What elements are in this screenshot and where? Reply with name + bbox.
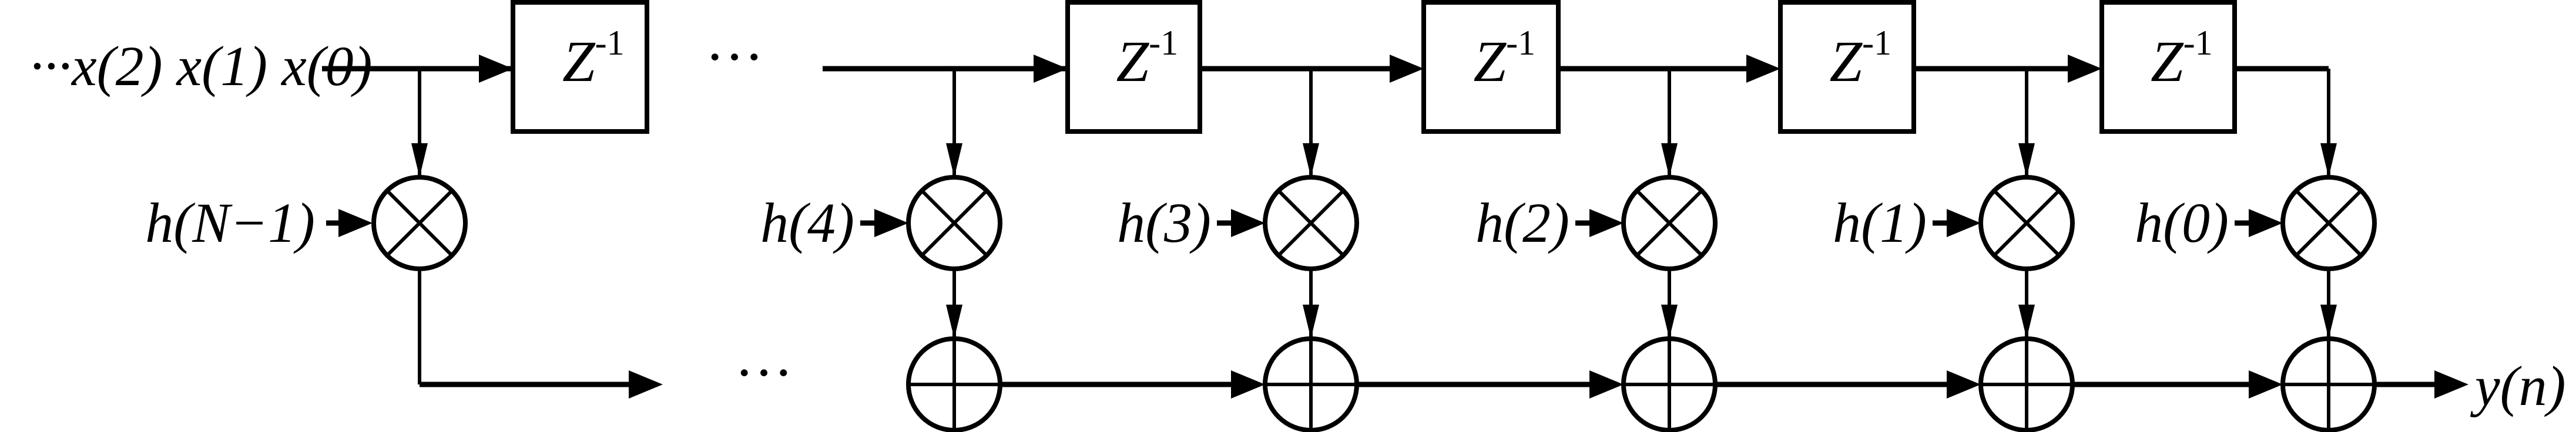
arrow-head-icon xyxy=(1661,143,1678,177)
arrow-head-icon xyxy=(1303,143,1319,177)
multiply-cross xyxy=(1993,189,2061,257)
arrow-head-icon xyxy=(2068,55,2102,83)
arrow-head-icon xyxy=(2018,143,2035,177)
arrow-head-icon xyxy=(411,143,428,177)
delay-block-0 xyxy=(511,0,649,134)
arrow-head-icon xyxy=(946,143,962,177)
delay-block-4 xyxy=(2099,0,2237,134)
arrow-head-icon xyxy=(1390,55,1424,83)
coefficient-arrow-icon xyxy=(2249,209,2283,237)
arrow-head-icon xyxy=(2018,305,2035,339)
arrow-head-icon xyxy=(1034,55,1068,83)
coefficient-arrow-icon xyxy=(1231,209,1265,237)
arrow-head-icon xyxy=(1589,370,1624,399)
multiply-cross xyxy=(1635,189,1703,257)
delay-label: Z-1 xyxy=(562,23,625,94)
delay-label: Z-1 xyxy=(1474,23,1536,94)
arrow-head-icon xyxy=(1746,55,1780,83)
arrow-head-icon xyxy=(946,305,962,339)
coefficient-arrow-icon xyxy=(1589,209,1624,237)
multiply-cross xyxy=(385,189,454,257)
arrow-head-icon xyxy=(1231,370,1265,399)
arrow-head-icon xyxy=(2320,305,2337,339)
arrow-head-icon xyxy=(1303,305,1319,339)
multiply-cross xyxy=(1277,189,1345,257)
arrow-head-icon xyxy=(2249,370,2283,399)
coefficient-arrow-icon xyxy=(1947,209,1981,237)
multiply-cross xyxy=(2295,189,2363,257)
ellipsis-top: ··· xyxy=(705,24,764,89)
delay-label: Z-1 xyxy=(2151,23,2213,94)
coefficient-arrow-icon xyxy=(338,209,373,237)
coefficient-label: h(1) xyxy=(1833,191,1927,254)
delay-label: Z-1 xyxy=(1116,23,1179,94)
arrow-head-icon xyxy=(629,370,663,399)
ellipsis-bottom: ··· xyxy=(734,340,793,405)
coefficient-label-first: h(N−1) xyxy=(145,191,315,254)
coefficient-label: h(0) xyxy=(2135,191,2229,254)
arrow-head-icon xyxy=(1947,370,1981,399)
arrow-head-icon xyxy=(1661,305,1678,339)
coefficient-label: h(3) xyxy=(1117,191,1211,254)
arrow-head-icon xyxy=(2320,143,2337,177)
output-signal-label: y(n) xyxy=(2470,355,2566,417)
coefficient-label: h(2) xyxy=(1475,191,1569,254)
delay-label: Z-1 xyxy=(1830,23,1892,94)
coefficient-label: h(4) xyxy=(760,191,854,254)
multiply-cross xyxy=(920,189,988,257)
input-signal-label: ···x(2) x(1) x(0) xyxy=(29,35,373,97)
arrow-head-icon xyxy=(2434,370,2468,399)
delay-block-2 xyxy=(1421,0,1561,134)
coefficient-arrow-icon xyxy=(874,209,908,237)
arrow-head-icon xyxy=(479,55,513,83)
